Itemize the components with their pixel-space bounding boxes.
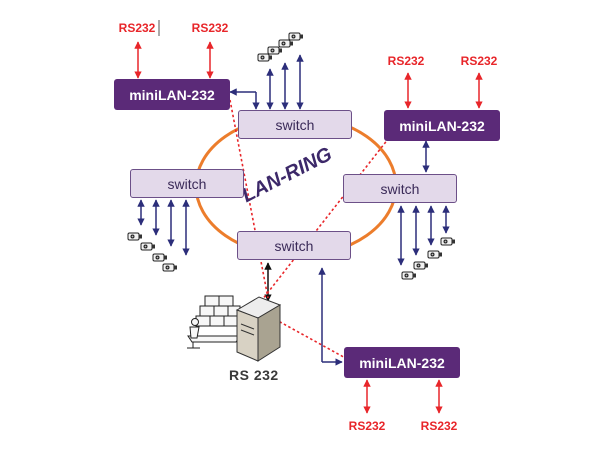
rs232-port-label: RS232 (387, 54, 425, 68)
switch-top[interactable]: switch (238, 110, 352, 139)
switch-label: switch (167, 175, 207, 192)
switch-bottom[interactable]: switch (237, 231, 351, 260)
rs232-port-label: RS232 (420, 419, 458, 433)
minilan-label: miniLAN-232 (399, 117, 485, 134)
camera-icon (401, 237, 456, 280)
switch-label: switch (274, 237, 314, 254)
switch-left[interactable]: switch (130, 169, 244, 198)
minilan-label: miniLAN-232 (129, 86, 215, 103)
rs232-port-label: RS232 (191, 21, 229, 35)
virtual-serial-link (261, 133, 393, 301)
rs232-port-label: RS232 (460, 54, 498, 68)
monitoring-console-icon (187, 295, 241, 349)
camera-icon (127, 232, 178, 272)
switch-label: switch (275, 116, 315, 133)
switch-label: switch (380, 180, 420, 197)
minilan-top-left[interactable]: miniLAN-232 (114, 79, 230, 110)
switch-right[interactable]: switch (343, 174, 457, 203)
minilan-top-right[interactable]: miniLAN-232 (384, 110, 500, 141)
rs232-port-label: RS232 (348, 419, 386, 433)
rs232-port-label: RS232 (118, 21, 156, 35)
server-icon (235, 296, 282, 362)
minilan-label: miniLAN-232 (359, 354, 445, 371)
virtual-serial-link (229, 99, 269, 299)
minilan-bottom[interactable]: miniLAN-232 (344, 347, 460, 378)
camera-icon (257, 32, 304, 62)
server-label: RS 232 (229, 367, 279, 383)
